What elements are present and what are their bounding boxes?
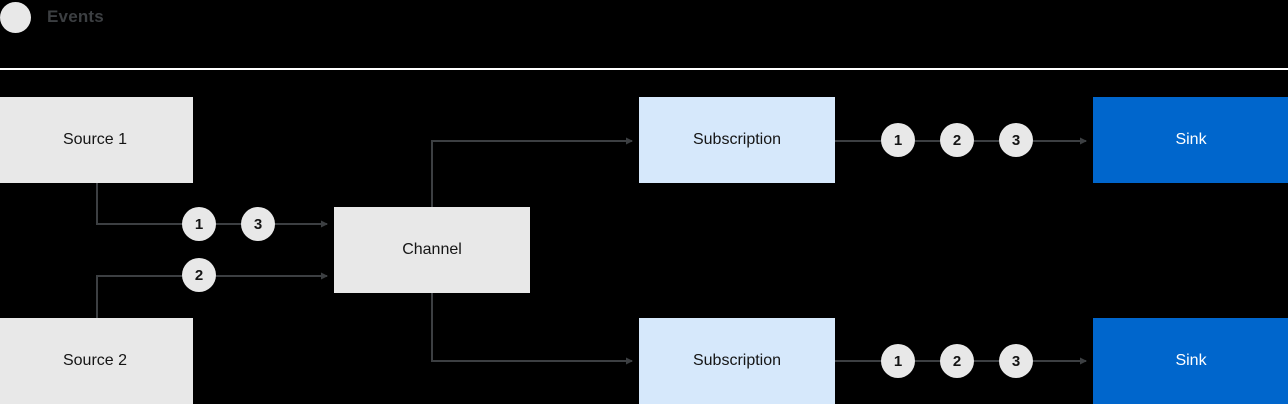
- legend-label: Events: [47, 7, 104, 26]
- node-subscription-2: Subscription: [639, 318, 835, 404]
- node-label: Source 2: [62, 352, 128, 369]
- node-subscription-1: Subscription: [639, 97, 835, 183]
- event-token: 2: [182, 258, 216, 292]
- event-token: 1: [881, 344, 915, 378]
- node-label: Source 1: [62, 131, 128, 148]
- event-token: 3: [999, 344, 1033, 378]
- node-label: Subscription: [692, 131, 782, 148]
- header-divider: [0, 68, 1288, 70]
- node-source-1: Source 1: [0, 97, 193, 183]
- node-source-2: Source 2: [0, 318, 193, 404]
- node-sink-1: Sink: [1093, 97, 1288, 183]
- node-sink-2: Sink: [1093, 318, 1288, 404]
- event-token-icon: [0, 1, 31, 33]
- legend: Events: [0, 0, 104, 34]
- node-label: Sink: [1175, 352, 1207, 369]
- event-token: 1: [182, 207, 216, 241]
- node-label: Sink: [1175, 131, 1207, 148]
- node-label: Channel: [402, 241, 462, 258]
- event-token: 3: [999, 123, 1033, 157]
- node-channel: Channel: [334, 207, 530, 293]
- node-label: Subscription: [692, 352, 782, 369]
- event-token: 3: [241, 207, 275, 241]
- event-token: 2: [940, 344, 974, 378]
- event-token: 2: [940, 123, 974, 157]
- event-token: 1: [881, 123, 915, 157]
